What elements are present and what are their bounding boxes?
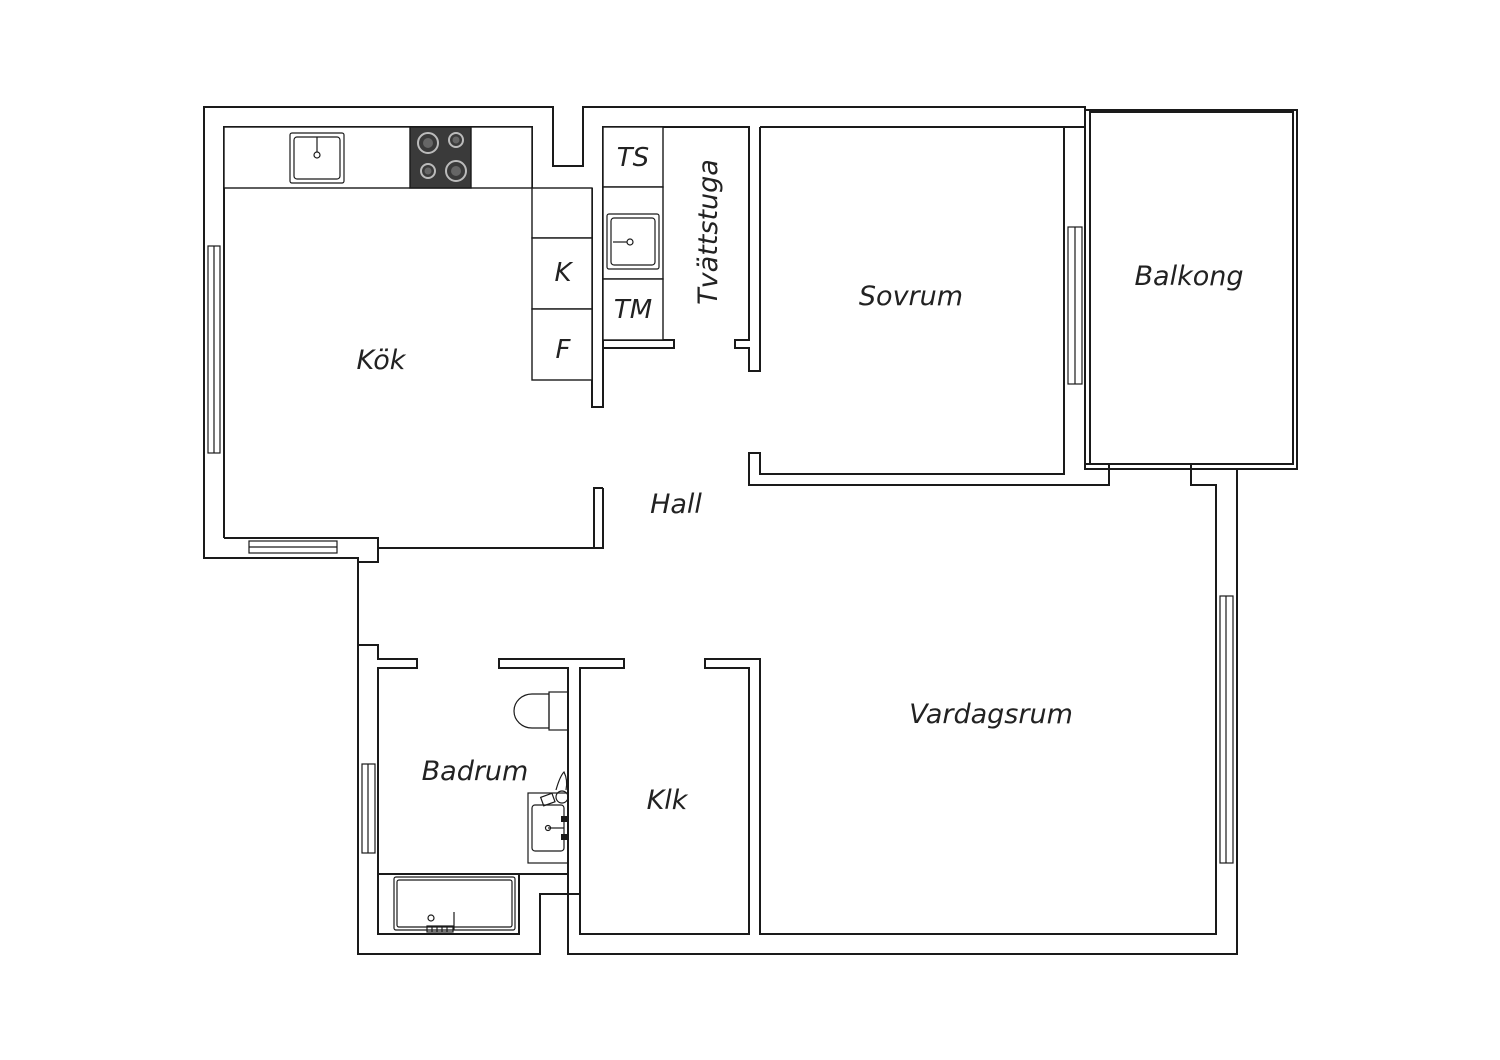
- appliance-label-tm: TM: [614, 295, 652, 325]
- living-room-wall: [358, 464, 1217, 935]
- appliance-label-ts: TS: [617, 143, 649, 173]
- toilet-icon: [513, 691, 569, 731]
- laundry-cabinets: [602, 126, 664, 341]
- bathroom-wall: [377, 874, 541, 954]
- freezer-cabinet: [531, 308, 593, 381]
- room-label-hall: Hall: [650, 489, 702, 520]
- dryer-cabinet: [602, 126, 664, 188]
- washer-cabinet: [602, 278, 664, 341]
- room-label-sovrum: Sovrum: [859, 281, 963, 312]
- window-icon: [207, 226, 1234, 864]
- room-label-badrum: Badrum: [422, 756, 529, 787]
- room-label-klk: Klk: [647, 785, 689, 816]
- sink-icon: [289, 132, 345, 184]
- room-label-balkong: Balkong: [1135, 261, 1244, 292]
- bathtub-icon: [393, 876, 516, 933]
- stove-icon: [409, 126, 472, 189]
- appliance-label-f: F: [556, 335, 572, 365]
- room-label-vardagsrum: Vardagsrum: [909, 699, 1073, 730]
- walls: [203, 106, 1298, 955]
- room-labels: Kök Hall Tvättstuga Sovrum Balkong Varda…: [357, 143, 1244, 816]
- laundry-wall: [663, 126, 761, 372]
- kitchen-counter: [223, 126, 593, 381]
- appliance-label-k: K: [554, 258, 573, 288]
- room-label-tvattstuga: Tvättstuga: [693, 159, 724, 305]
- room-label-kok: Kök: [357, 345, 407, 376]
- washbasin-icon: [527, 770, 569, 864]
- sink-icon: [606, 213, 660, 270]
- fridge-cabinet: [531, 237, 593, 310]
